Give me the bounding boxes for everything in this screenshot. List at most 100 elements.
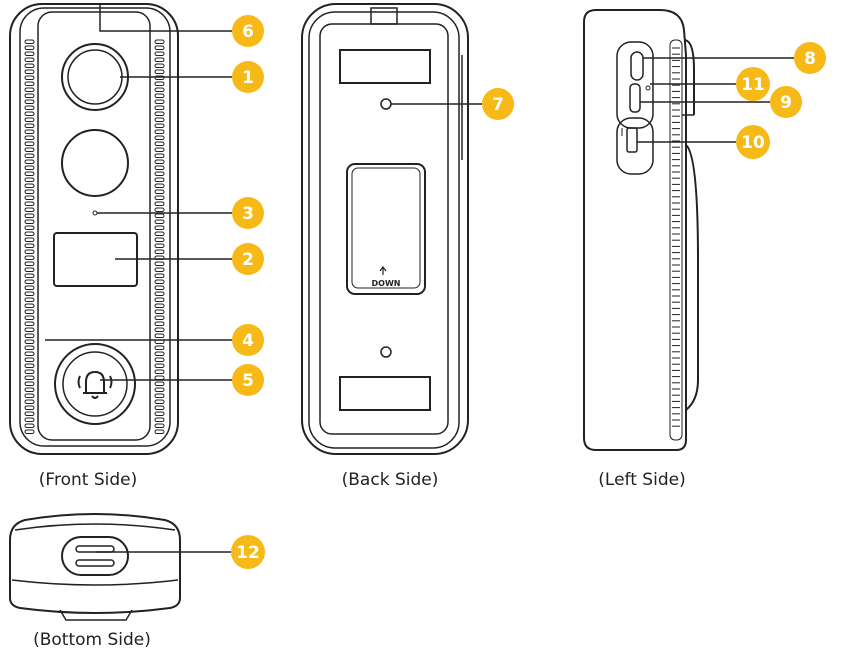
grille-slot	[154, 111, 165, 116]
front-inner-shell	[19, 7, 171, 447]
bottom-foot	[59, 609, 133, 621]
grille-slot	[24, 123, 35, 128]
grille-slot	[154, 333, 165, 338]
power-indicator	[629, 83, 641, 113]
grille-slot	[154, 123, 165, 128]
back-outer-shell	[301, 3, 469, 455]
grille-slot	[24, 159, 35, 164]
bottom-view	[9, 513, 181, 621]
grille-slot	[154, 423, 165, 428]
grille-slot	[154, 177, 165, 182]
grille-slot	[24, 291, 35, 296]
grille-slot	[154, 261, 165, 266]
grille-slot	[154, 411, 165, 416]
grille-slot	[154, 399, 165, 404]
grille-slot	[24, 69, 35, 74]
callout-1-badge	[232, 61, 264, 93]
grille-slot	[24, 213, 35, 218]
grille-slot	[24, 405, 35, 410]
callout-10-badge	[736, 125, 770, 159]
grille-slot	[24, 351, 35, 356]
left-grip-strip	[669, 39, 683, 441]
grille-slot	[24, 255, 35, 260]
grille-slot	[154, 267, 165, 272]
back-top-clip	[370, 7, 398, 25]
left-grip-ribs	[672, 47, 680, 427]
grille-slot	[154, 369, 165, 374]
back-bottom-pad	[339, 376, 431, 411]
back-inner-shell	[308, 11, 460, 449]
bottom-outline	[9, 513, 181, 614]
port-panel	[616, 41, 654, 129]
grille-slot	[154, 99, 165, 104]
grille-slot	[154, 309, 165, 314]
grille-slot	[24, 231, 35, 236]
speaker-slot-2	[75, 559, 115, 567]
mounting-slot	[346, 163, 426, 295]
grille-slot	[24, 333, 35, 338]
grille-slot	[154, 279, 165, 284]
grille-slot	[24, 39, 35, 44]
left-back-edge-lower	[685, 144, 699, 411]
grille-slot	[154, 153, 165, 158]
callout-10-number: 10	[741, 133, 765, 153]
callout-2-number: 2	[242, 250, 254, 270]
front-faceplate	[37, 11, 151, 441]
grille-slot	[154, 303, 165, 308]
speaker-grille	[61, 536, 129, 576]
callout-2: 2	[232, 243, 264, 275]
grille-slot	[24, 93, 35, 98]
grille-slot	[154, 195, 165, 200]
grille-slot	[24, 369, 35, 374]
grille-slot	[154, 249, 165, 254]
grille-slot	[154, 57, 165, 62]
doorbell-button-ring	[62, 351, 128, 417]
grille-slot	[154, 45, 165, 50]
grille-slot	[154, 51, 165, 56]
grille-slot	[24, 135, 35, 140]
grille-slot	[24, 129, 35, 134]
grille-slot	[154, 291, 165, 296]
grille-slot	[154, 105, 165, 110]
speaker-slot-1	[75, 545, 115, 553]
grille-slot	[24, 51, 35, 56]
left-view	[583, 9, 699, 451]
caption-back: (Back Side)	[342, 470, 439, 490]
grille-slot	[24, 309, 35, 314]
grille-slot	[24, 429, 35, 434]
grille-slot	[24, 375, 35, 380]
grille-slot	[154, 327, 165, 332]
grille-slot	[24, 267, 35, 272]
grille-slot	[154, 141, 165, 146]
grille-slot	[24, 111, 35, 116]
down-label: DOWN	[372, 279, 401, 288]
grille-slot	[154, 225, 165, 230]
grille-slot	[154, 351, 165, 356]
leader-lines	[45, 4, 794, 553]
grille-slot	[154, 171, 165, 176]
grille-slot	[24, 183, 35, 188]
grille-slot	[154, 321, 165, 326]
grille-slot	[154, 219, 165, 224]
grille-slot	[154, 243, 165, 248]
grille-slot	[24, 81, 35, 86]
callout-9-badge	[770, 86, 802, 118]
grille-slot	[24, 147, 35, 152]
caption-bottom: (Bottom Side)	[33, 630, 151, 650]
grille-slot	[24, 339, 35, 344]
grille-slot	[24, 321, 35, 326]
grille-slot	[154, 363, 165, 368]
doorbell-button[interactable]	[54, 343, 136, 425]
grille-slot	[154, 183, 165, 188]
grille-slot	[24, 357, 35, 362]
left-body-outline	[583, 9, 687, 451]
callout-8-number: 8	[804, 49, 816, 69]
grille-slot	[24, 345, 35, 350]
grille-slot	[24, 207, 35, 212]
grille-slot	[154, 357, 165, 362]
grille-slot	[154, 273, 165, 278]
sd-card-panel	[616, 117, 654, 175]
callout-12-badge	[231, 535, 265, 569]
grille-slot	[154, 417, 165, 422]
grille-slot	[24, 63, 35, 68]
